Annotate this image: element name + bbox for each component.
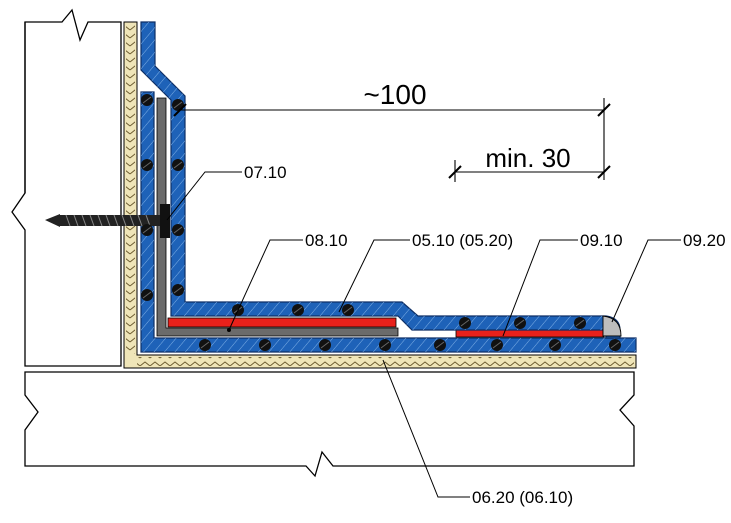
rod-dot-hatch — [610, 341, 620, 349]
rod-dot-hatch — [173, 286, 183, 294]
membrane-lower — [140, 91, 637, 353]
rod-dot-hatch — [550, 341, 560, 349]
insulation-board — [123, 21, 637, 369]
dimension-overall-label: ~100 — [363, 79, 426, 110]
callout-substrate: 06.20 (06.10) — [472, 488, 573, 507]
edge-seal — [602, 315, 622, 337]
rod-dot-hatch — [142, 161, 152, 169]
leader-lines — [166, 171, 681, 498]
dimension-overall — [173, 98, 611, 180]
rod-dot-hatch — [173, 226, 183, 234]
wall-block — [11, 8, 122, 367]
rod-dot-hatch — [575, 319, 585, 327]
rod-dot-hatch — [142, 291, 152, 299]
membrane-upper — [140, 21, 621, 339]
rod-dot-hatch — [492, 341, 502, 349]
rod-dot-hatch — [380, 341, 390, 349]
floor-slab — [24, 371, 635, 478]
callout-edge-seal: 09.20 — [683, 231, 726, 250]
rod-dot-hatch — [173, 101, 183, 109]
rod-dot-hatch — [343, 306, 353, 314]
rod-dot-hatch — [460, 319, 470, 327]
rod-dot-hatch — [435, 341, 445, 349]
callout-inner-strip: 08.10 — [305, 231, 348, 250]
callout-overlap-strip: 09.10 — [580, 231, 623, 250]
rod-dot-hatch — [515, 319, 525, 327]
dimension-minimum — [448, 160, 611, 182]
adhesive-strip-outer — [455, 329, 605, 338]
rod-dot-hatch — [142, 96, 152, 104]
rod-dot-hatch — [293, 306, 303, 314]
adhesive-strip-inner — [167, 317, 397, 328]
rod-dot-hatch — [260, 341, 270, 349]
callout-screw: 07.10 — [244, 163, 287, 182]
rod-dot-hatch — [200, 341, 210, 349]
rod-dot-hatch — [320, 341, 330, 349]
dimension-minimum-label: min. 30 — [485, 143, 570, 173]
screw — [45, 204, 170, 238]
rod-dot-hatch — [142, 226, 152, 234]
steel-angle — [156, 97, 399, 337]
callout-membrane: 05.10 (05.20) — [412, 231, 513, 250]
rod-dot-hatch — [173, 161, 183, 169]
